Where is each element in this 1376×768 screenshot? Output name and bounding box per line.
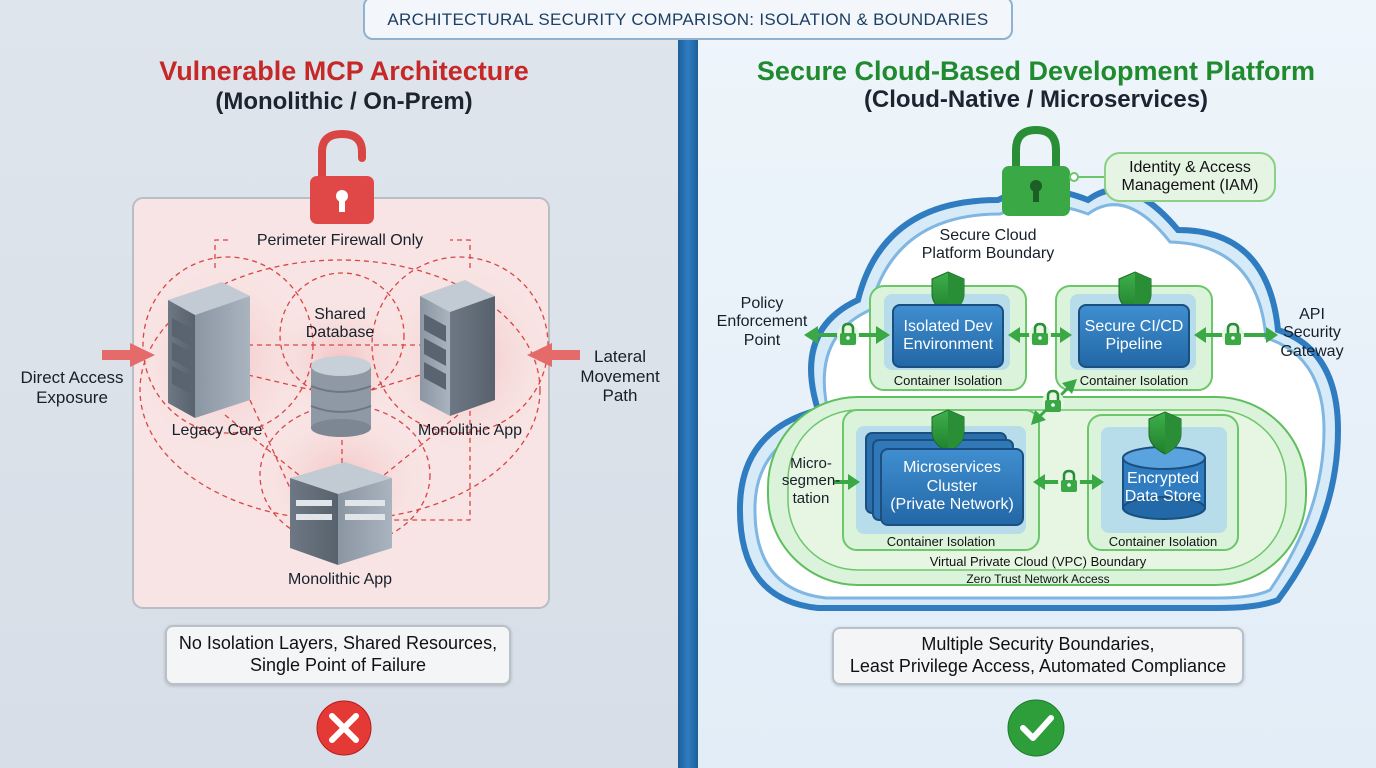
encrypted-data-store-icon (1122, 446, 1206, 520)
microsegmentation-label: Micro-segmen-tation (781, 455, 841, 507)
monolithic-app-server-icon (420, 280, 495, 416)
lateral-movement-arrow-icon (527, 343, 580, 367)
shared-database-icon (310, 356, 372, 437)
unlocked-padlock-icon (310, 129, 374, 224)
direct-access-arrow-icon (102, 343, 155, 367)
left-title: Vulnerable MCP Architecture (159, 56, 529, 86)
container-isolation-label: Container Isolation (893, 373, 1003, 388)
perimeter-label: Perimeter Firewall Only (230, 232, 450, 251)
container-isolation-label: Container Isolation (1079, 373, 1189, 388)
monolithic-app-bottom-icon (290, 462, 392, 565)
right-summary: Multiple Security Boundaries,Least Privi… (832, 627, 1244, 685)
vpc-boundary-label: Virtual Private Cloud (VPC) Boundary (929, 554, 1147, 569)
red-x-icon (316, 700, 372, 756)
left-subtitle: (Monolithic / On-Prem) (215, 88, 473, 115)
legacy-core-server-icon (168, 282, 250, 418)
container-isolation-label: Container Isolation (886, 534, 996, 549)
locked-padlock-icon (1002, 125, 1070, 216)
right-title: Secure Cloud-Based Development Platform (756, 56, 1316, 86)
monolithic-app-bottom-label: Monolithic App (287, 571, 393, 588)
comparison-banner: ARCHITECTURAL SECURITY COMPARISON: ISOLA… (363, 0, 1013, 40)
zero-trust-label: Zero Trust Network Access (966, 572, 1110, 586)
legacy-core-label: Legacy Core (171, 422, 263, 439)
left-summary: No Isolation Layers, Shared Resources,Si… (165, 625, 511, 685)
center-divider (678, 0, 698, 768)
green-check-icon (1007, 699, 1065, 757)
monolithic-app-label: Monolithic App (417, 422, 523, 439)
left-diagram (102, 129, 580, 756)
right-subtitle: (Cloud-Native / Microservices) (863, 86, 1209, 113)
container-isolation-label: Container Isolation (1108, 534, 1218, 549)
